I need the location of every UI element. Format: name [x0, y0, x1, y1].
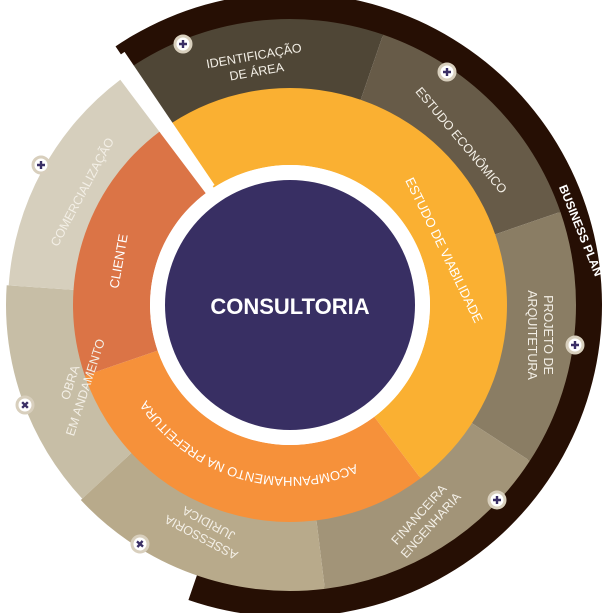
plus-icon[interactable]	[565, 335, 585, 355]
segment-comercializacao[interactable]	[8, 79, 161, 291]
segment-estudo-viabilidade[interactable]	[171, 87, 508, 479]
segment-cliente[interactable]	[73, 131, 206, 376]
plus-icon[interactable]	[129, 533, 152, 556]
plus-icon[interactable]	[173, 34, 193, 54]
center-label: CONSULTORIA	[210, 294, 369, 319]
segment-assessoria-juridica[interactable]	[80, 451, 325, 591]
plus-icon[interactable]	[14, 394, 37, 417]
segment-obra-andamento[interactable]	[5, 285, 133, 499]
segment-estudo-economico[interactable]	[359, 34, 561, 236]
plus-icon[interactable]	[437, 62, 457, 82]
plus-icon[interactable]	[31, 155, 51, 175]
plus-icon[interactable]	[487, 490, 507, 510]
separator-gap	[115, 51, 215, 192]
center-circle[interactable]	[165, 180, 415, 430]
segment-engenharia-financeira[interactable]	[316, 422, 530, 589]
label-projeto-1: PROJETO DE	[541, 295, 555, 375]
segment-identificacao-area[interactable]	[130, 18, 384, 127]
segment-acompanhamento-prefeitura[interactable]	[84, 350, 421, 523]
segment-projeto-arquitetura[interactable]	[470, 211, 576, 461]
label-projeto-2: ARQUITETURA	[525, 290, 539, 380]
